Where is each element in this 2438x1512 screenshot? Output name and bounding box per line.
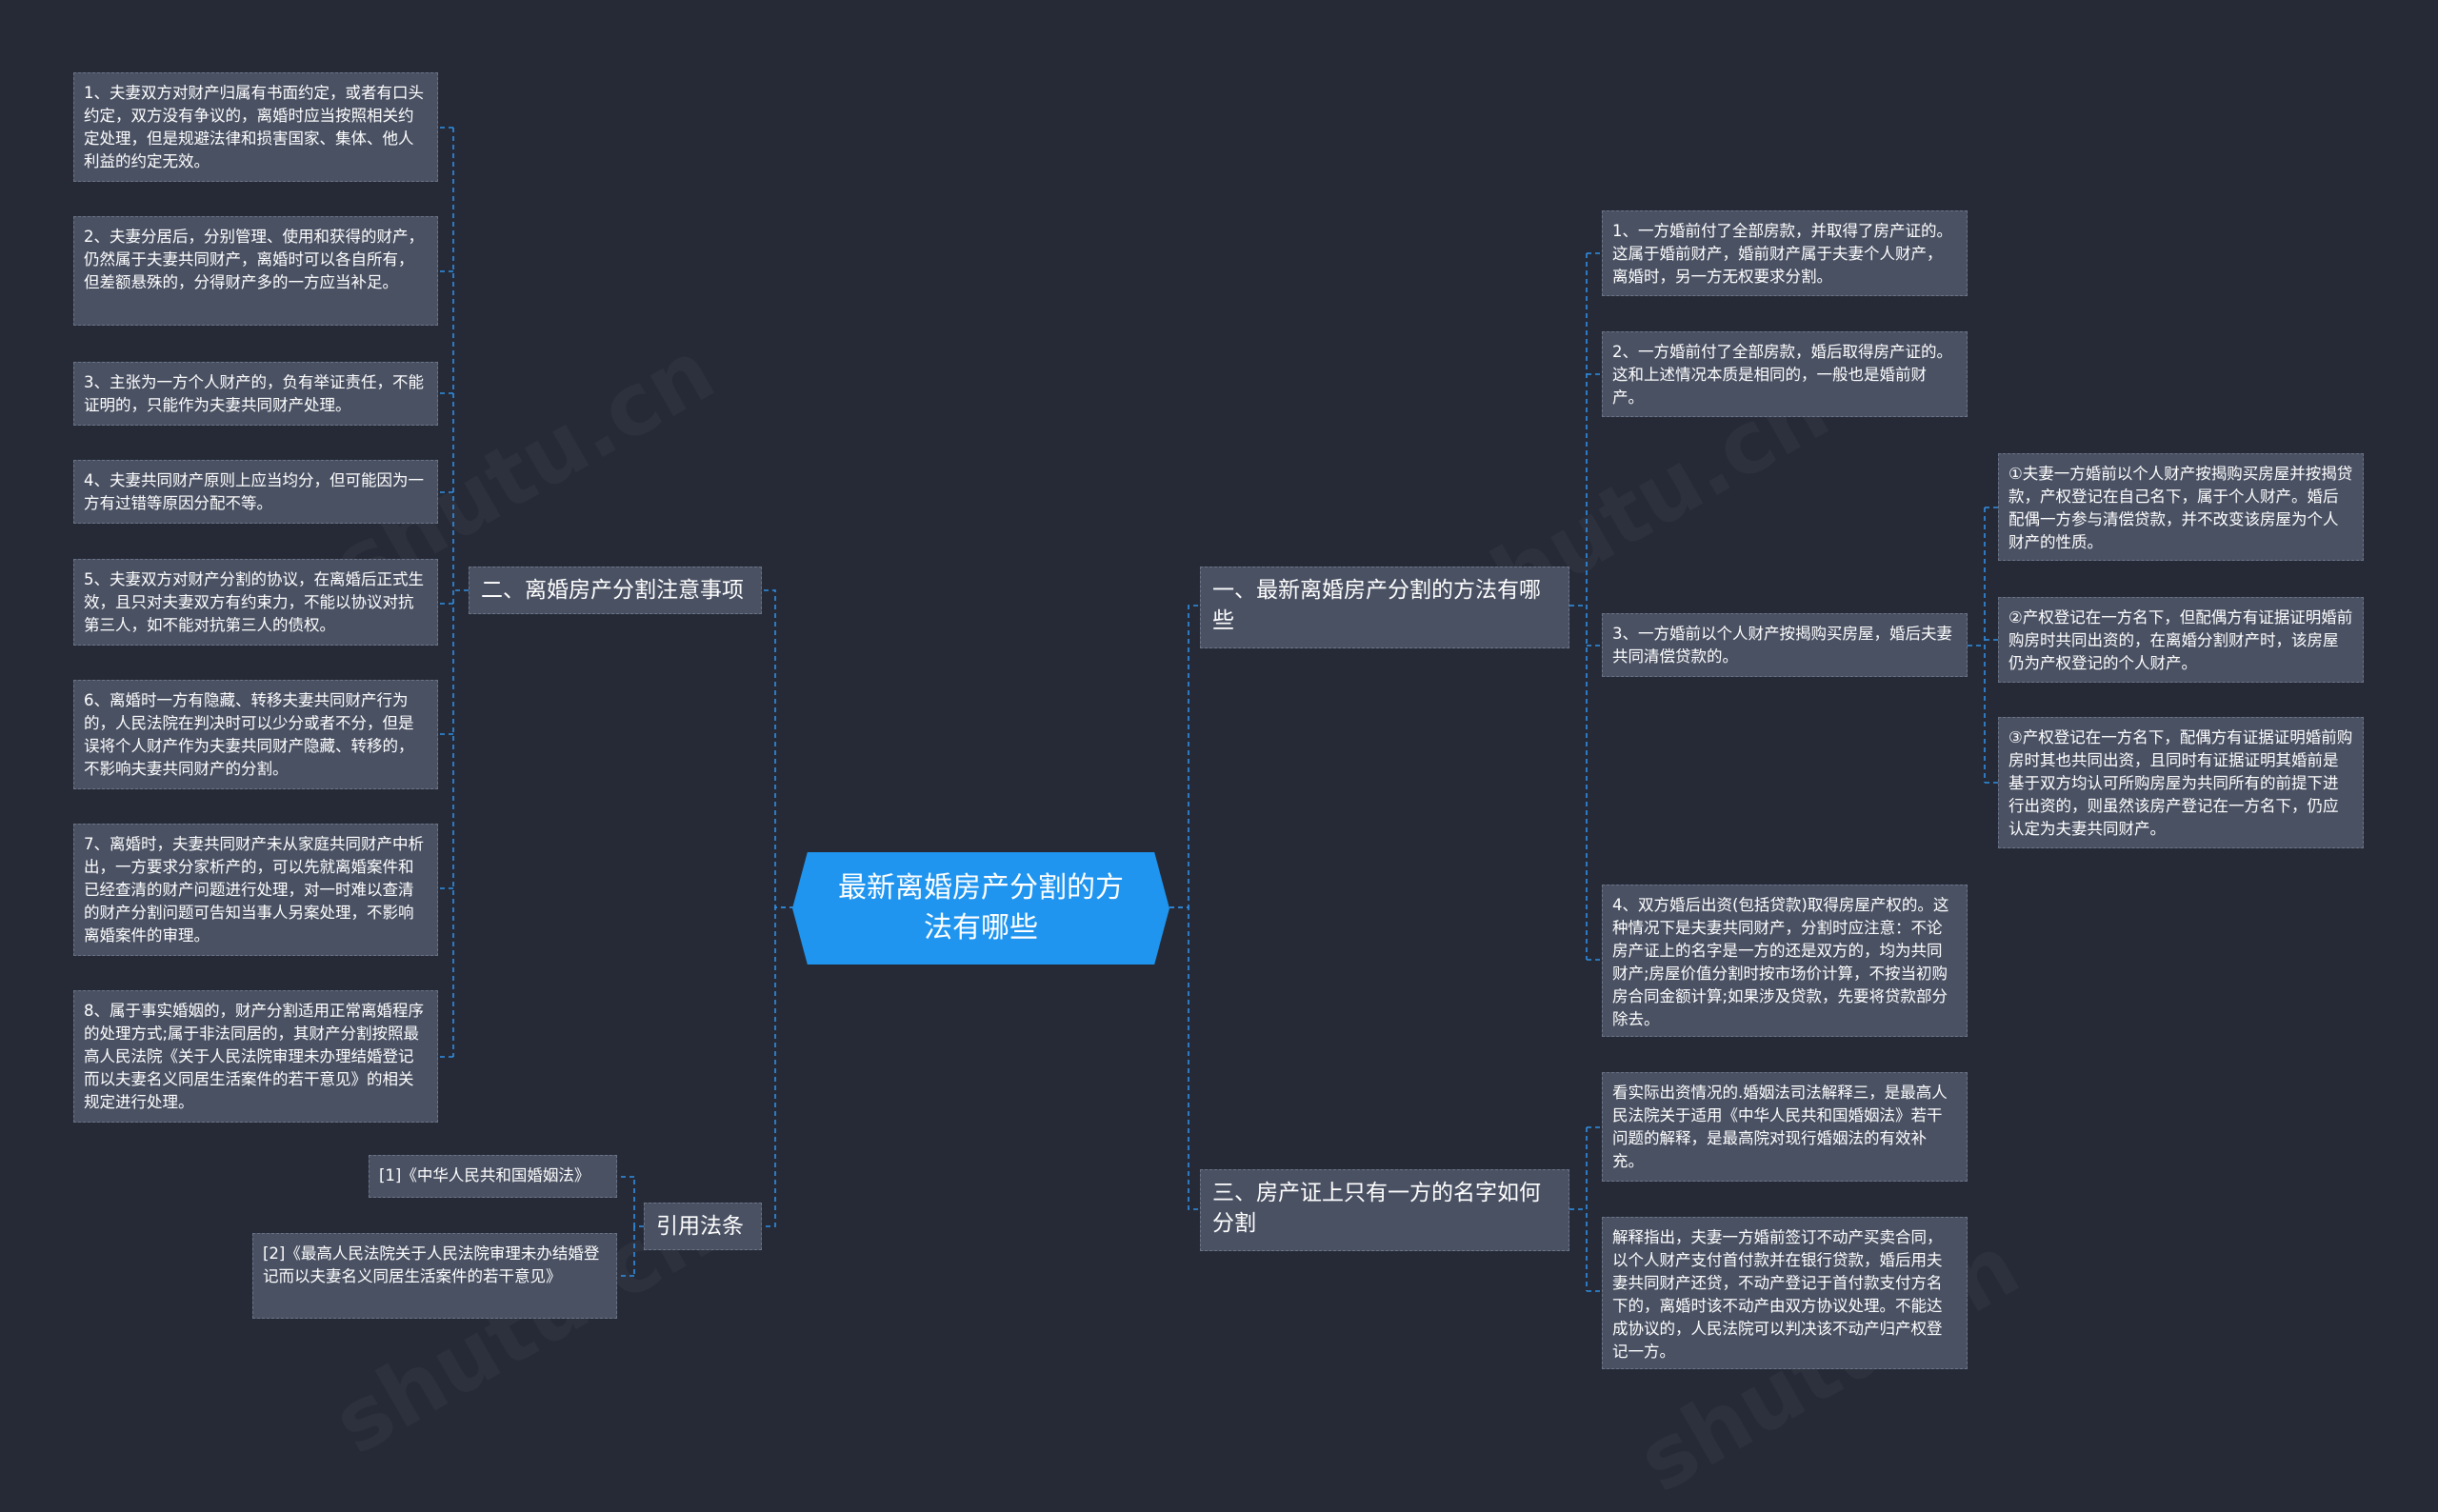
method-item-text: 1、一方婚前付了全部房款，并取得了房产证的。这属于婚前财产，婚前财产属于夫妻个人… bbox=[1612, 222, 1952, 286]
branch-methods[interactable]: 一、最新离婚房产分割的方法有哪些 bbox=[1200, 567, 1569, 648]
left-connectors bbox=[438, 127, 794, 1277]
note-item-6[interactable]: 6、离婚时一方有隐藏、转移夫妻共同财产行为的，人民法院在判决时可以少分或者不分，… bbox=[73, 680, 438, 789]
connector-lines bbox=[438, 127, 1998, 1292]
law-item-text: [2]《最高人民法院关于人民法院审理未办结婚登记而以夫妻名义同居生活案件的若干意… bbox=[263, 1244, 600, 1285]
note-item-2[interactable]: 2、夫妻分居后，分别管理、使用和获得的财产，仍然属于夫妻共同财产，离婚时可以各自… bbox=[73, 216, 438, 326]
branch-methods-label: 一、最新离婚房产分割的方法有哪些 bbox=[1212, 578, 1541, 633]
branch-notes-label: 二、离婚房产分割注意事项 bbox=[481, 578, 744, 603]
note-item-5[interactable]: 5、夫妻双方对财产分割的协议，在离婚后正式生效，且只对夫妻双方有约束力，不能以协… bbox=[73, 559, 438, 646]
method-item-text: 2、一方婚前付了全部房款，婚后取得房产证的。这和上述情况本质是相同的，一般也是婚… bbox=[1612, 343, 1952, 407]
note-item-text: 5、夫妻双方对财产分割的协议，在离婚后正式生效，且只对夫妻双方有约束力，不能以协… bbox=[84, 570, 424, 634]
root-topic-text: 最新离婚房产分割的方法有哪些 bbox=[838, 871, 1124, 945]
method-subitem-text: ②产权登记在一方名下，但配偶方有证据证明婚前购房时共同出资的，在离婚分割财产时，… bbox=[2008, 608, 2353, 672]
link-root-methods bbox=[1169, 605, 1200, 908]
note-item-7[interactable]: 7、离婚时，夫妻共同财产未从家庭共同财产中析出，一方要求分家析产的，可以先就离婚… bbox=[73, 824, 438, 956]
method-subitem-1[interactable]: ①夫妻一方婚前以个人财产按揭购买房屋并按揭贷款，产权登记在自己名下，属于个人财产… bbox=[1998, 453, 2364, 561]
right-connectors bbox=[1169, 252, 1998, 1292]
law-item-1[interactable]: [1]《中华人民共和国婚姻法》 bbox=[369, 1155, 617, 1198]
method-item-4[interactable]: 4、双方婚后出资(包括贷款)取得房屋产权的。这种情况下是夫妻共同财产，分割时应注… bbox=[1602, 885, 1968, 1037]
note-item-4[interactable]: 4、夫妻共同财产原则上应当均分，但可能因为一方有过错等原因分配不等。 bbox=[73, 460, 438, 524]
note-item-8[interactable]: 8、属于事实婚姻的，财产分割适用正常离婚程序的处理方式;属于非法同居的，其财产分… bbox=[73, 990, 438, 1123]
note-item-text: 8、属于事实婚姻的，财产分割适用正常离婚程序的处理方式;属于非法同居的，其财产分… bbox=[84, 1002, 424, 1111]
note-item-text: 1、夫妻双方对财产归属有书面约定，或者有口头约定，双方没有争议的，离婚时应当按照… bbox=[84, 84, 424, 170]
branch-cert-label: 三、房产证上只有一方的名字如何分割 bbox=[1212, 1181, 1541, 1236]
mind-map-canvas: shutu.cn shutu.cn shutu.cn shutu.cn bbox=[73, 72, 2364, 1369]
method-item-1[interactable]: 1、一方婚前付了全部房款，并取得了房产证的。这属于婚前财产，婚前财产属于夫妻个人… bbox=[1602, 210, 1968, 296]
method-subitem-2[interactable]: ②产权登记在一方名下，但配偶方有证据证明婚前购房时共同出资的，在离婚分割财产时，… bbox=[1998, 597, 2364, 683]
note-item-text: 2、夫妻分居后，分别管理、使用和获得的财产，仍然属于夫妻共同财产，离婚时可以各自… bbox=[84, 228, 424, 291]
note-item-text: 4、夫妻共同财产原则上应当均分，但可能因为一方有过错等原因分配不等。 bbox=[84, 471, 424, 512]
link-root-notes bbox=[762, 589, 794, 908]
law-item-2[interactable]: [2]《最高人民法院关于人民法院审理未办结婚登记而以夫妻名义同居生活案件的若干意… bbox=[252, 1233, 617, 1319]
link-root-cert bbox=[1169, 906, 1200, 1210]
note-item-text: 7、离婚时，夫妻共同财产未从家庭共同财产中析出，一方要求分家析产的，可以先就离婚… bbox=[84, 835, 424, 945]
cert-item-text: 解释指出，夫妻一方婚前签订不动产买卖合同，以个人财产支付首付款并在银行贷款，婚后… bbox=[1612, 1228, 1943, 1361]
method-item-2[interactable]: 2、一方婚前付了全部房款，婚后取得房产证的。这和上述情况本质是相同的，一般也是婚… bbox=[1602, 331, 1968, 417]
law-item-text: [1]《中华人民共和国婚姻法》 bbox=[379, 1166, 590, 1184]
note-item-1[interactable]: 1、夫妻双方对财产归属有书面约定，或者有口头约定，双方没有争议的，离婚时应当按照… bbox=[73, 72, 438, 182]
method-subitem-text: ①夫妻一方婚前以个人财产按揭购买房屋并按揭贷款，产权登记在自己名下，属于个人财产… bbox=[2008, 465, 2353, 551]
method-subitem-text: ③产权登记在一方名下，配偶方有证据证明婚前购房时其也共同出资，且同时有证据证明其… bbox=[2008, 728, 2353, 838]
cert-item-1[interactable]: 看实际出资情况的.婚姻法司法解释三，是最高人民法院关于适用《中华人民共和国婚姻法… bbox=[1602, 1072, 1968, 1182]
method-item-3[interactable]: 3、一方婚前以个人财产按揭购买房屋，婚后夫妻共同清偿贷款的。 bbox=[1602, 613, 1968, 677]
branch-laws[interactable]: 引用法条 bbox=[644, 1203, 762, 1250]
note-item-3[interactable]: 3、主张为一方个人财产的，负有举证责任，不能证明的，只能作为夫妻共同财产处理。 bbox=[73, 362, 438, 426]
cert-item-text: 看实际出资情况的.婚姻法司法解释三，是最高人民法院关于适用《中华人民共和国婚姻法… bbox=[1612, 1084, 1948, 1170]
method-item-text: 4、双方婚后出资(包括贷款)取得房屋产权的。这种情况下是夫妻共同财产，分割时应注… bbox=[1612, 896, 1949, 1028]
link-laws-vertical bbox=[633, 1177, 644, 1276]
method-subitem-3[interactable]: ③产权登记在一方名下，配偶方有证据证明婚前购房时其也共同出资，且同时有证据证明其… bbox=[1998, 717, 2364, 848]
link-root-laws bbox=[762, 906, 794, 1227]
root-topic[interactable]: 最新离婚房产分割的方法有哪些 bbox=[792, 852, 1169, 965]
cert-item-2[interactable]: 解释指出，夫妻一方婚前签订不动产买卖合同，以个人财产支付首付款并在银行贷款，婚后… bbox=[1602, 1217, 1968, 1369]
branch-laws-label: 引用法条 bbox=[656, 1214, 744, 1239]
branch-cert[interactable]: 三、房产证上只有一方的名字如何分割 bbox=[1200, 1169, 1569, 1251]
note-item-text: 6、离婚时一方有隐藏、转移夫妻共同财产行为的，人民法院在判决时可以少分或者不分，… bbox=[84, 691, 414, 778]
branch-notes[interactable]: 二、离婚房产分割注意事项 bbox=[469, 567, 762, 614]
note-item-text: 3、主张为一方个人财产的，负有举证责任，不能证明的，只能作为夫妻共同财产处理。 bbox=[84, 373, 424, 414]
method-item-text: 3、一方婚前以个人财产按揭购买房屋，婚后夫妻共同清偿贷款的。 bbox=[1612, 625, 1952, 666]
